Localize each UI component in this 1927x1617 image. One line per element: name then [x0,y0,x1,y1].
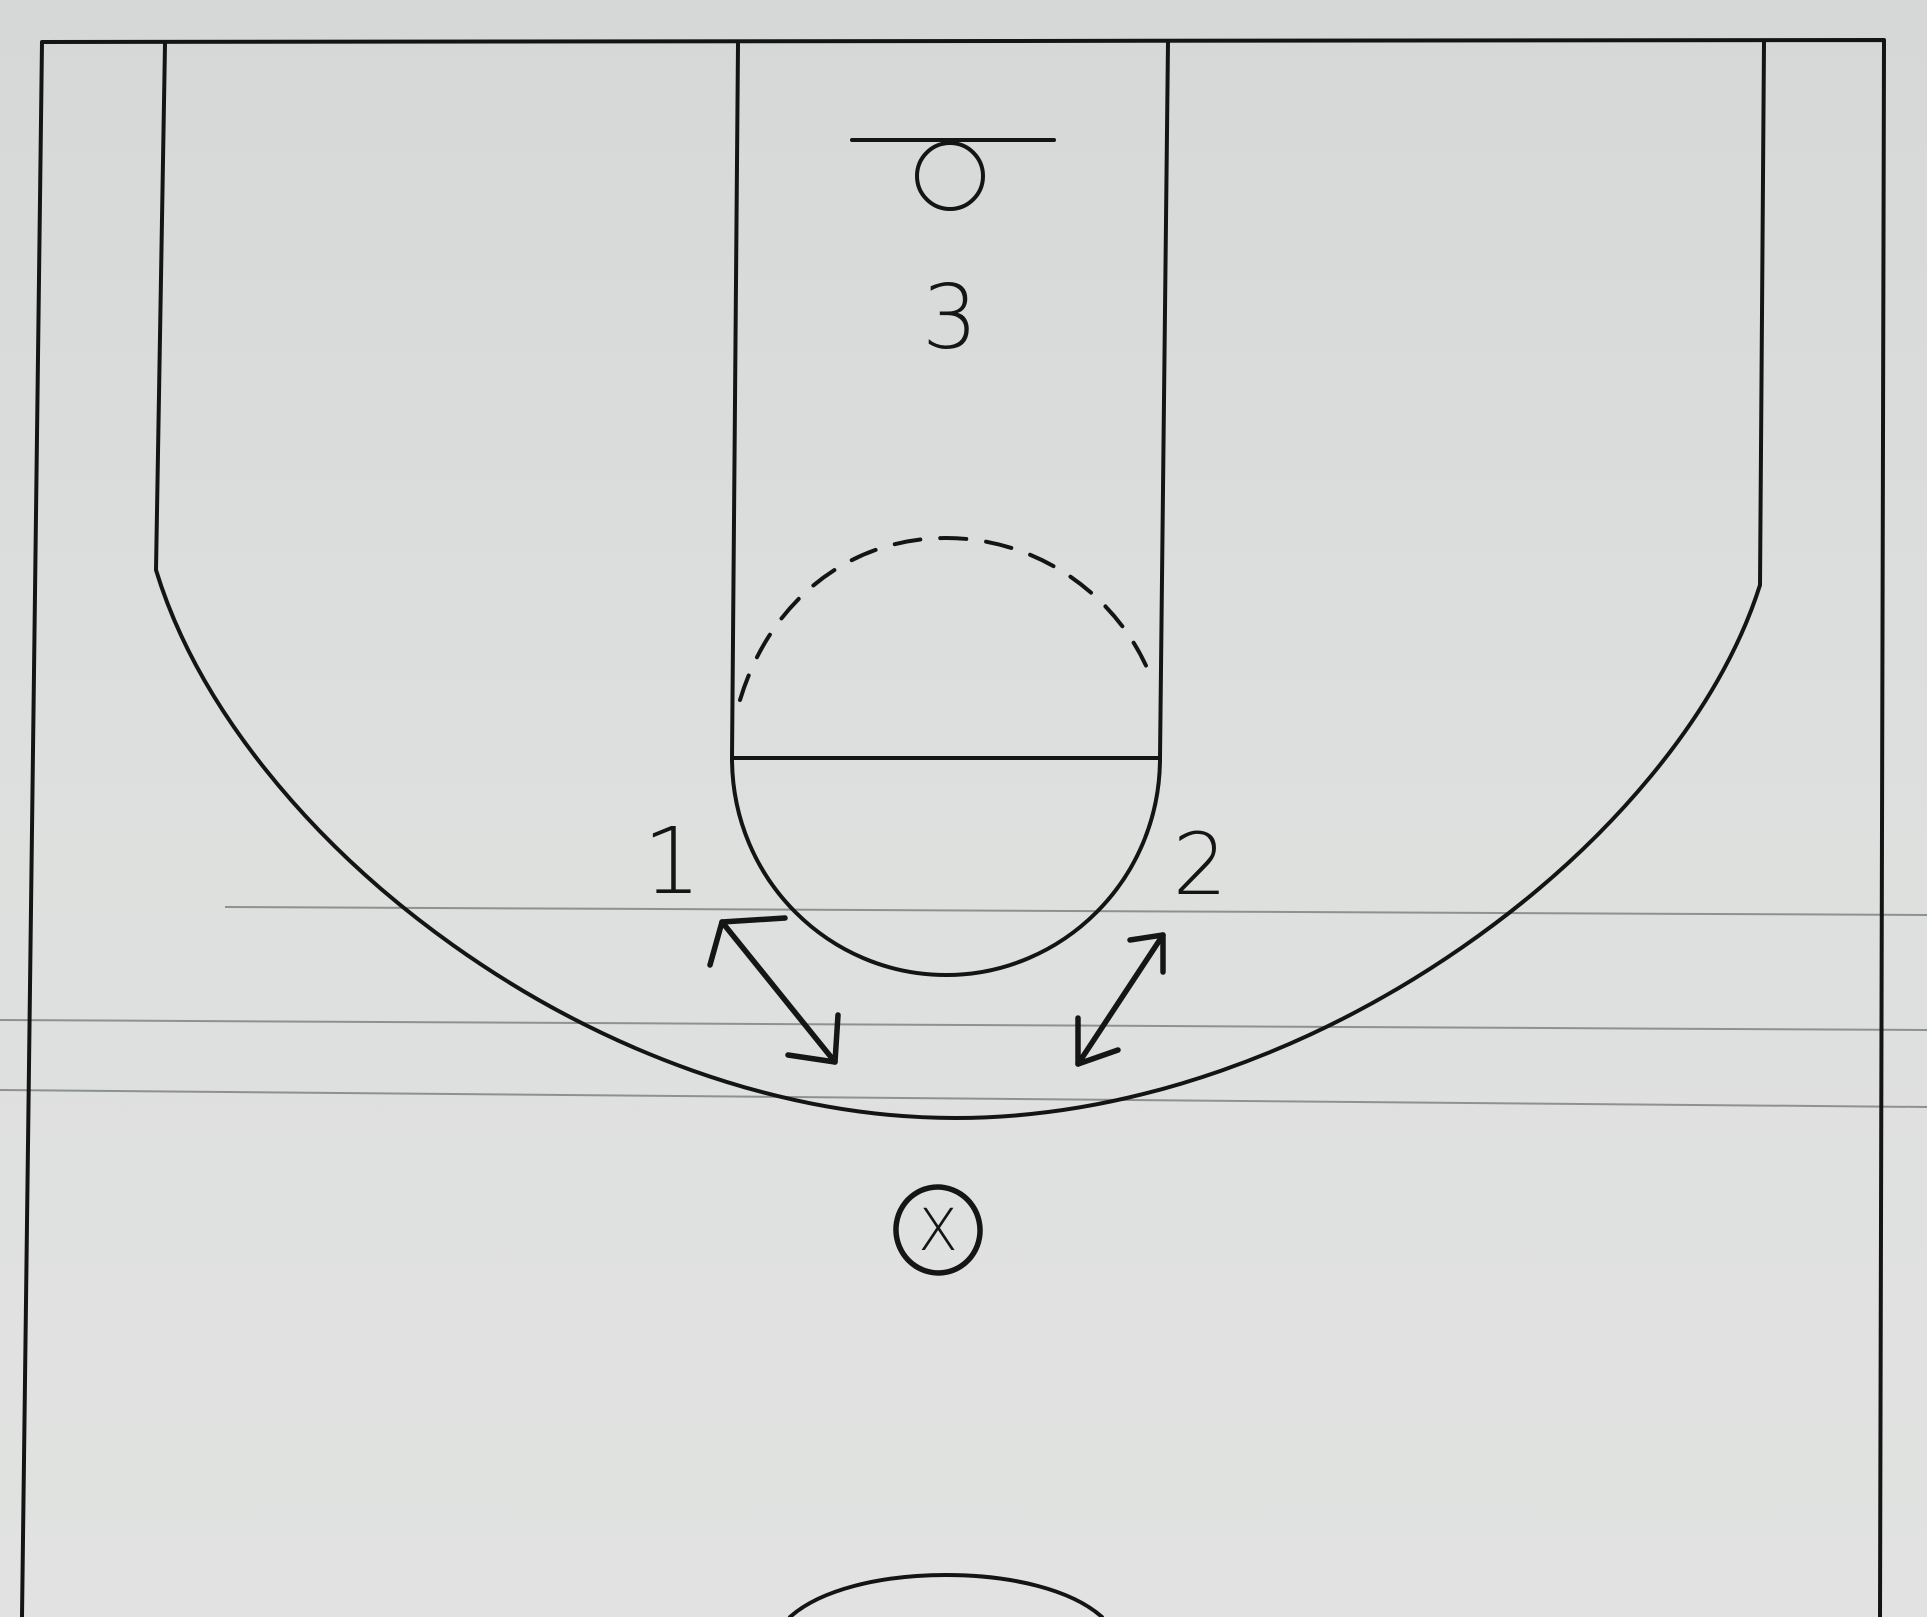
free-throw-circle-dashed [738,536,1154,702]
lane-line-right [1158,40,1170,760]
player-1-label: 1 [642,808,702,915]
center-circle [788,1573,1104,1617]
three-point-line [154,40,1766,1120]
player-3-label: 3 [922,266,978,369]
double-arrow-icon [1075,932,1166,1067]
court-boundary [20,38,1886,1617]
double-arrow-icon [707,915,841,1065]
lane-line-left [730,42,740,760]
free-throw-circle-solid [730,756,1162,977]
player-2-label: 2 [1172,815,1228,915]
rim [915,141,985,211]
defender-x-label: X [918,1196,958,1264]
ruled-line [0,1089,1927,1108]
ruled-line [224,906,1927,916]
ruled-line [0,1019,1927,1031]
circle-icon [893,1184,983,1276]
